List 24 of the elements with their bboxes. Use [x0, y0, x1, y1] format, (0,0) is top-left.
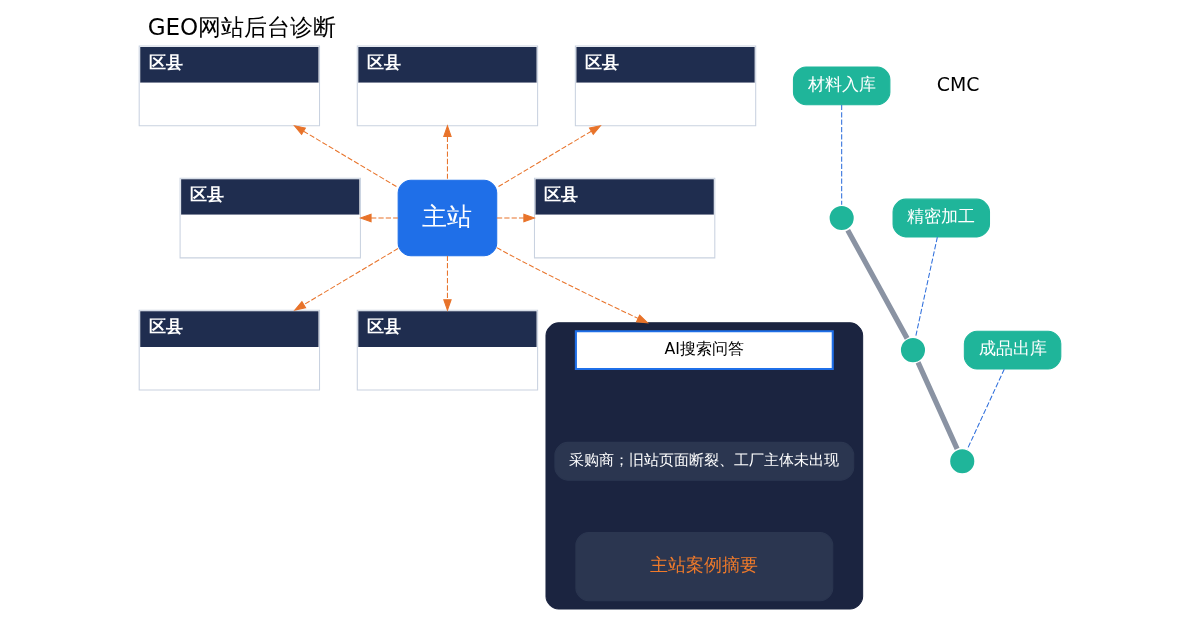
- node-circle: [948, 447, 977, 476]
- node-box: 材料入库: [792, 66, 891, 106]
- connector: [845, 228, 910, 340]
- arrow: [496, 213, 536, 223]
- label: CMC: [936, 72, 980, 95]
- connector: [915, 361, 960, 450]
- connector: [841, 104, 843, 206]
- node-box: 精密加工: [892, 198, 991, 238]
- diagram-title: GEO网站后台诊断: [147, 14, 337, 41]
- arrow: [496, 124, 602, 188]
- connector: [966, 368, 1005, 450]
- node-circle: [827, 203, 856, 233]
- node-box: AI搜索问答: [574, 330, 834, 371]
- arrow: [293, 124, 399, 188]
- node-circle: [898, 335, 928, 365]
- arrow: [359, 213, 399, 223]
- arrow: [443, 124, 452, 181]
- node-box: 成品出库: [963, 330, 1062, 370]
- connector: [915, 236, 938, 338]
- node-box: 主站: [397, 179, 498, 257]
- cluster: [545, 322, 864, 610]
- arrow: [293, 248, 399, 311]
- arrow: [443, 255, 452, 312]
- arrow: [496, 247, 649, 324]
